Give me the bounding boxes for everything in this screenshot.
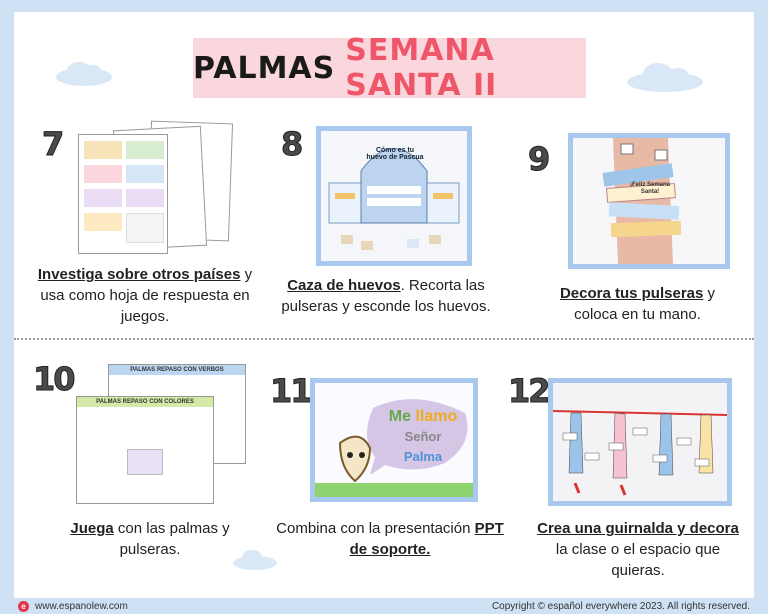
caption-strong: Crea una guirnalda y decora [537, 520, 739, 537]
caption-strong: Caza de huevos [287, 277, 401, 294]
caption-strong: PPT de soporte. [349, 520, 504, 558]
cloud-icon [233, 550, 277, 570]
activity-number: 10 [33, 360, 76, 399]
caption-text: . Recorta las pulseras y esconde los hue… [281, 277, 491, 315]
title-part-1: PALMAS [193, 50, 336, 86]
title-part-2: SEMANA SANTA II [345, 33, 498, 103]
worksheet-stack-image [74, 118, 234, 258]
caption-strong: Juega [70, 520, 114, 537]
egg-caption: Cómo es tu huevo de Pascua [366, 147, 424, 161]
caption-activity-7: Investiga sobre otros países y usa como … [30, 264, 260, 327]
ppt-text-llamo: llamo [415, 408, 458, 425]
caption-activity-9: Decora tus pulseras y coloca en tu mano. [540, 283, 735, 325]
caption-strong: Decora tus pulseras [559, 285, 704, 302]
repaso-sheets-image: PALMAS REPASO CON VERBOS PALMAS REPASO C… [74, 364, 249, 506]
caption-activity-12: Crea una guirnalda y decora la clase o e… [534, 518, 742, 581]
caption-text: y coloca en tu mano. [574, 285, 716, 323]
ppt-presentation-image: Me llamo Señor Palma [310, 378, 478, 502]
caption-text: Combina con la presentación [276, 520, 475, 537]
footer-copyright: Copyright © español everywhere 2023. All… [491, 600, 750, 612]
caption-text: y usa como hoja de respuesta en juegos. [40, 266, 253, 325]
caption-text: la clase o el espacio que quieras. [555, 541, 721, 579]
caption-activity-11: Combina con la presentación PPT de sopor… [272, 518, 508, 560]
footer: e www.espanolew.com Copyright © español … [14, 598, 754, 614]
cloud-icon [56, 62, 112, 86]
activity-number: 11 [270, 372, 313, 411]
repaso-verbos-label: PALMAS REPASO CON VERBOS [109, 365, 245, 375]
cloud-icon [627, 63, 703, 92]
bracelet-label: ¡Feliz Semana Santa! [629, 182, 670, 195]
easter-egg-image: Cómo es tu huevo de Pascua [316, 126, 472, 266]
ppt-text-senor: Señor [404, 429, 442, 444]
brand-logo-icon: e [18, 600, 29, 612]
section-divider [14, 338, 754, 340]
caption-activity-10: Juega con las palmas y pulseras. [60, 518, 240, 560]
bracelet-image: ¡Feliz Semana Santa! [568, 133, 730, 269]
activity-number: 8 [280, 125, 303, 164]
caption-strong: Investiga sobre otros países [37, 266, 241, 283]
ppt-text-me: Me [388, 408, 411, 425]
footer-website-link[interactable]: www.espanolew.com [35, 600, 128, 612]
garland-image [548, 378, 732, 506]
ppt-text-palma: Palma [403, 449, 443, 464]
activity-number: 9 [527, 140, 550, 179]
activity-number: 7 [41, 125, 64, 164]
activity-number: 12 [508, 372, 551, 411]
page-title: PALMAS SEMANA SANTA II [193, 33, 586, 103]
caption-activity-8: Caza de huevos. Recorta las pulseras y e… [272, 275, 500, 317]
caption-text: con las palmas y pulseras. [113, 520, 230, 558]
repaso-colores-label: PALMAS REPASO CON COLORES [77, 397, 213, 407]
